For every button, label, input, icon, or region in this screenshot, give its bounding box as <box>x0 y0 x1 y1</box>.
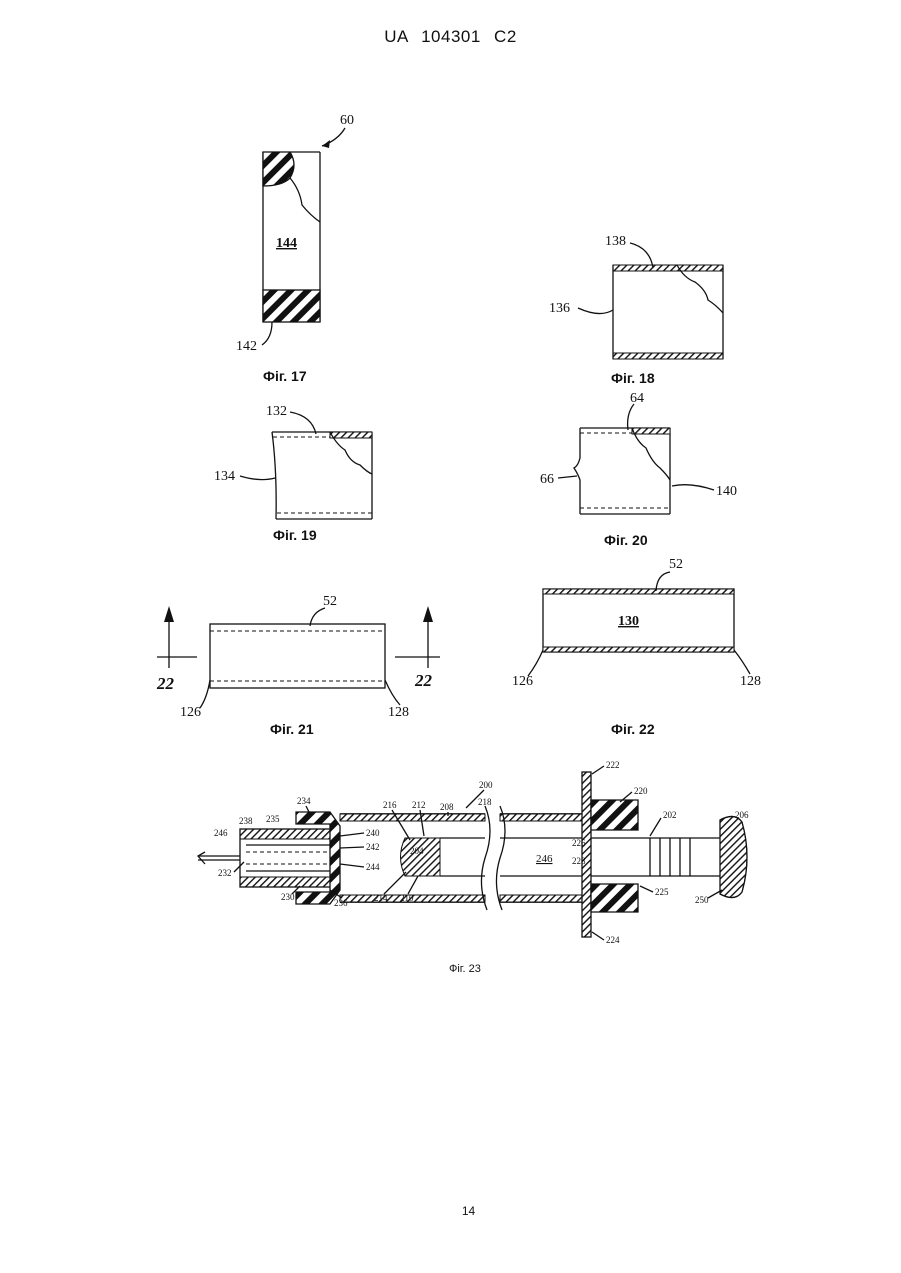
ref-136-label: 136 <box>549 301 570 316</box>
ref-202-label: 202 <box>663 810 677 820</box>
ref-218-label: 218 <box>478 797 492 807</box>
ref-128-fig22-label: 128 <box>740 674 761 689</box>
ref-244-label: 244 <box>366 862 380 872</box>
ref-242-label: 242 <box>366 842 380 852</box>
ref-236-label: 236 <box>334 898 348 908</box>
ref-52-label: 52 <box>323 594 337 609</box>
ref-220-label: 220 <box>634 786 648 796</box>
ref-228-label: 228 <box>572 856 586 866</box>
ref-140-label: 140 <box>716 484 737 499</box>
ref-132-label: 132 <box>266 404 287 419</box>
ref-126-label: 126 <box>180 705 201 720</box>
ref-216-label: 216 <box>383 800 397 810</box>
ref-128-label: 128 <box>388 705 409 720</box>
ref-206-label: 206 <box>735 810 749 820</box>
page-number: 14 <box>0 1204 901 1218</box>
ref-144-label: 144 <box>276 236 297 251</box>
ref-134-label: 134 <box>214 469 235 484</box>
ref-235-label: 235 <box>266 814 280 824</box>
ref-52-fig22-label: 52 <box>669 557 683 572</box>
ref-246-rod-label: 246 <box>536 853 553 865</box>
figure-19: 132 134 Фіг. 19 <box>214 404 372 543</box>
ref-212-label: 212 <box>412 800 426 810</box>
figure-20: 64 66 140 Фіг. 20 <box>540 391 737 548</box>
figure-22: 130 52 126 128 Фіг. 22 <box>512 557 761 737</box>
section-22-right-label: 22 <box>414 671 433 690</box>
ref-232-label: 232 <box>218 868 232 878</box>
ref-246-needle-label: 246 <box>214 828 228 838</box>
ref-60-label: 60 <box>340 113 354 128</box>
fig-18-caption: Фіг. 18 <box>611 370 655 386</box>
ref-200-label: 200 <box>479 780 493 790</box>
fig-20-caption: Фіг. 20 <box>604 532 648 548</box>
ref-142-label: 142 <box>236 339 257 354</box>
figure-18: 138 136 Фіг. 18 <box>549 234 723 386</box>
fig-22-caption: Фіг. 22 <box>611 721 655 737</box>
ref-130-label: 130 <box>618 614 639 629</box>
ref-250-label: 250 <box>695 895 709 905</box>
ref-210-label: 210 <box>400 893 414 903</box>
fig-17-caption: Фіг. 17 <box>263 368 307 384</box>
ref-234-label: 234 <box>297 796 311 806</box>
fig-23-caption: Фіг. 23 <box>449 963 481 975</box>
section-22-left-label: 22 <box>156 674 175 693</box>
ref-222-label: 222 <box>606 760 620 770</box>
ref-238-label: 238 <box>239 816 253 826</box>
ref-225-label: 225 <box>655 887 669 897</box>
ref-240-label: 240 <box>366 828 380 838</box>
ref-204-label: 204 <box>410 846 424 856</box>
ref-64-label: 64 <box>630 391 644 406</box>
ref-226-label: 226 <box>572 838 586 848</box>
figure-17: 144 60 142 Фіг. 17 <box>236 113 354 384</box>
ref-66-label: 66 <box>540 472 554 487</box>
ref-224-label: 224 <box>606 935 620 945</box>
ref-208-label: 208 <box>440 802 454 812</box>
fig-21-caption: Фіг. 21 <box>270 721 314 737</box>
fig-19-caption: Фіг. 19 <box>273 527 317 543</box>
figure-23: 246 200 222 220 202 206 234 216 212 <box>198 760 749 975</box>
figure-21: 22 22 52 126 128 Фіг. 21 <box>156 594 440 737</box>
ref-138-label: 138 <box>605 234 626 249</box>
ref-126-fig22-label: 126 <box>512 674 533 689</box>
ref-214-label: 214 <box>374 893 388 903</box>
